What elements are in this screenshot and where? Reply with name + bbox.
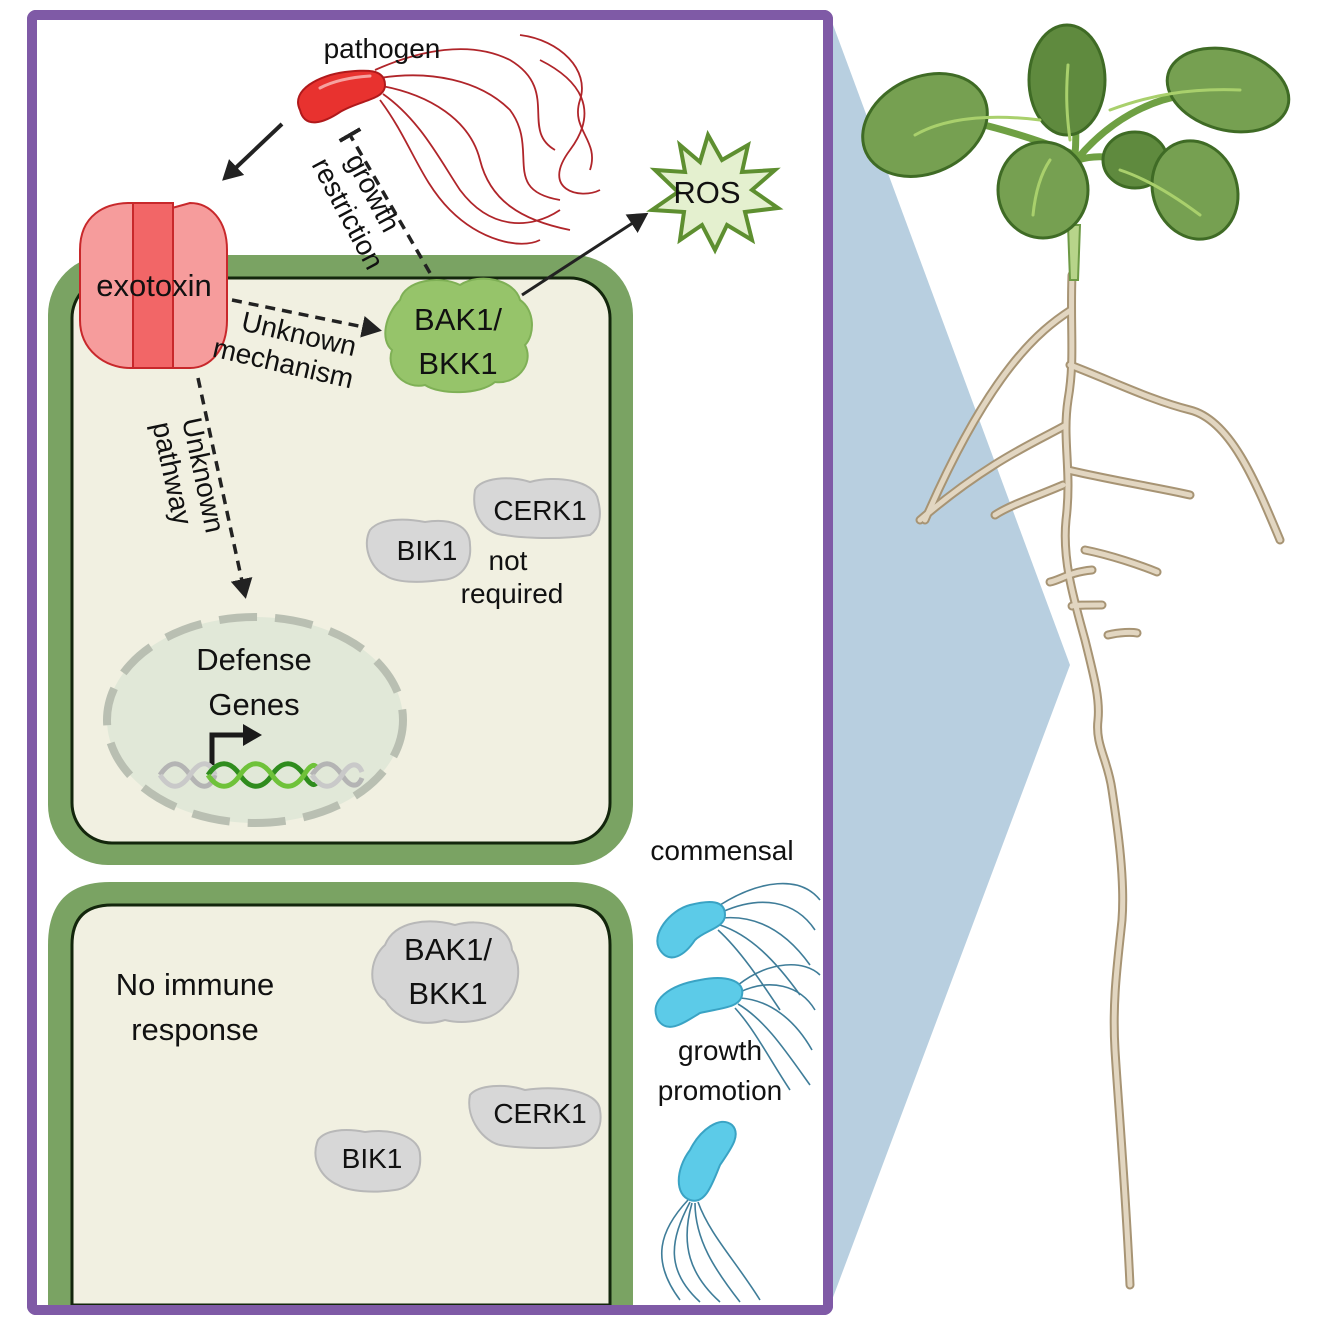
ros-label: ROS bbox=[673, 175, 740, 210]
svg-text:BIK1: BIK1 bbox=[342, 1143, 403, 1174]
arrow-unknown-pathway bbox=[196, 377, 253, 599]
frame-border bbox=[27, 10, 833, 1315]
pathogen-flagella bbox=[374, 34, 601, 245]
not-required-label: not bbox=[489, 545, 528, 576]
pathogen-label: pathogen bbox=[324, 33, 441, 64]
bik1-bottom: BIK1 bbox=[314, 1129, 422, 1193]
bak1-bkk1-inactive: BAK1/ BKK1 bbox=[371, 920, 520, 1024]
pathogen: pathogen bbox=[297, 33, 601, 245]
nucleus: Defense Genes bbox=[103, 613, 407, 827]
no-immune-response-label: No immune bbox=[116, 967, 275, 1002]
cerk1-bottom: CERK1 bbox=[468, 1084, 602, 1150]
pathogen-body bbox=[297, 69, 387, 124]
svg-text:Defense: Defense bbox=[196, 642, 311, 677]
svg-text:Genes: Genes bbox=[208, 687, 299, 722]
no-immune-response-label: response bbox=[131, 1012, 259, 1047]
not-required-label: required bbox=[461, 578, 564, 609]
svg-text:BAK1/: BAK1/ bbox=[414, 302, 502, 337]
bak1-bkk1-active: BAK1/ BKK1 bbox=[384, 277, 533, 394]
inhibition-growth-restriction bbox=[338, 127, 432, 274]
commensal-bacterium bbox=[654, 964, 821, 1091]
svg-text:CERK1: CERK1 bbox=[493, 495, 586, 526]
commensal-label: commensal bbox=[650, 835, 793, 866]
root-system bbox=[915, 270, 1285, 1290]
commensal-bacterium bbox=[660, 1120, 761, 1303]
arrow-pathogen-to-exotoxin bbox=[222, 122, 284, 181]
stem bbox=[1066, 224, 1082, 281]
growth-promotion-label: promotion bbox=[658, 1075, 783, 1106]
leaf bbox=[996, 140, 1090, 240]
exotoxin: exotoxin bbox=[79, 201, 228, 369]
ros-burst: ROS bbox=[646, 129, 784, 255]
svg-text:BIK1: BIK1 bbox=[397, 535, 458, 566]
arrow-unknown-mechanism bbox=[231, 298, 382, 338]
transcription-start-arrow bbox=[209, 732, 245, 765]
svg-text:BAK1/: BAK1/ bbox=[404, 932, 492, 967]
commensal-bacterium bbox=[656, 882, 821, 1011]
svg-text:BKK1: BKK1 bbox=[408, 976, 487, 1011]
arrow-bak1-to-ros bbox=[521, 212, 649, 297]
leaves bbox=[861, 23, 1291, 241]
leaf bbox=[1150, 139, 1240, 241]
bik1-top: BIK1 bbox=[365, 518, 472, 583]
zoom-wedge bbox=[832, 22, 1070, 1300]
svg-text:CERK1: CERK1 bbox=[493, 1098, 586, 1129]
plant-seedling bbox=[861, 23, 1291, 1290]
svg-text:BKK1: BKK1 bbox=[418, 346, 497, 381]
exotoxin-label: exotoxin bbox=[96, 268, 211, 303]
leaf bbox=[861, 72, 989, 178]
cerk1-top: CERK1 bbox=[473, 477, 601, 540]
growth-promotion-label: growth bbox=[678, 1035, 762, 1066]
dna-helix bbox=[157, 761, 365, 789]
